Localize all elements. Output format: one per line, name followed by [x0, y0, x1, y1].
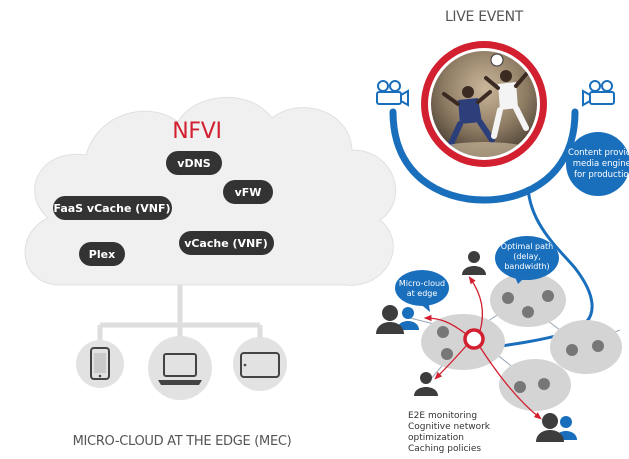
nfvi-cloud-group: NFVI vDNS vFW FaaS vCache (VNF) vCache (… — [24, 97, 397, 286]
network-node — [499, 359, 571, 411]
callout-line: for production — [574, 170, 629, 180]
device-connectors — [97, 285, 263, 340]
user-icon — [462, 251, 486, 275]
callout-line: at edge — [407, 289, 438, 298]
callout-line: Optimal path — [501, 242, 553, 251]
function-pill[interactable]: Plex — [79, 242, 125, 266]
live-event-title: LIVE EVENT — [445, 9, 524, 25]
optimal-path-callout: Optimal path (delay, bandwidth) — [495, 236, 559, 284]
callout-line: Content provider — [568, 148, 629, 158]
note-line: E2E monitoring — [408, 411, 477, 421]
user-group-icon — [376, 305, 419, 334]
network-node — [421, 314, 505, 370]
callout-line: Micro-cloud — [399, 279, 445, 288]
function-pill-label: Plex — [89, 248, 115, 261]
note-line: Caching policies — [408, 444, 481, 454]
red-arrows — [423, 276, 542, 420]
distribution-path — [476, 186, 594, 355]
function-pill-label: vDNS — [177, 157, 211, 170]
note-line: Cognitive network — [408, 422, 491, 432]
network-node — [550, 320, 622, 374]
callout-line: (delay, — [513, 252, 541, 261]
callout-line: media engines — [573, 159, 629, 169]
cloud-title: NFVI — [172, 119, 221, 144]
device-tablet — [233, 337, 287, 391]
content-provider-callout: Content provider media engines for produ… — [566, 132, 629, 196]
edge-node-marker — [463, 328, 485, 350]
smartphone-icon — [90, 347, 110, 380]
function-pill[interactable]: FaaS vCache (VNF) — [53, 196, 172, 220]
note-line: optimization — [408, 433, 464, 443]
user-icon — [414, 372, 438, 396]
function-pill[interactable]: vDNS — [166, 151, 222, 175]
network-node — [490, 273, 566, 327]
laptop-icon — [158, 353, 202, 385]
tablet-icon — [240, 352, 280, 378]
live-event-photo — [421, 41, 547, 167]
function-pill-label: vCache (VNF) — [184, 237, 268, 250]
nfvi-cloud-shape — [24, 97, 397, 286]
mec-caption: MICRO-CLOUD AT THE EDGE (MEC) — [73, 434, 292, 449]
callout-line: bandwidth) — [504, 262, 549, 271]
function-pill-label: FaaS vCache (VNF) — [53, 202, 170, 215]
device-smartphone — [76, 340, 124, 388]
broadcast-arc — [389, 108, 579, 204]
video-camera-icon — [582, 80, 615, 107]
function-pill[interactable]: vCache (VNF) — [179, 231, 274, 255]
device-laptop — [148, 336, 212, 400]
notes-list: E2E monitoring Cognitive network optimiz… — [408, 411, 491, 454]
function-pill[interactable]: vFW — [223, 180, 273, 204]
function-pill-label: vFW — [235, 186, 262, 199]
user-group-icon — [536, 413, 577, 442]
micro-cloud-callout: Micro-cloud at edge — [395, 270, 449, 312]
video-camera-icon — [376, 80, 409, 107]
